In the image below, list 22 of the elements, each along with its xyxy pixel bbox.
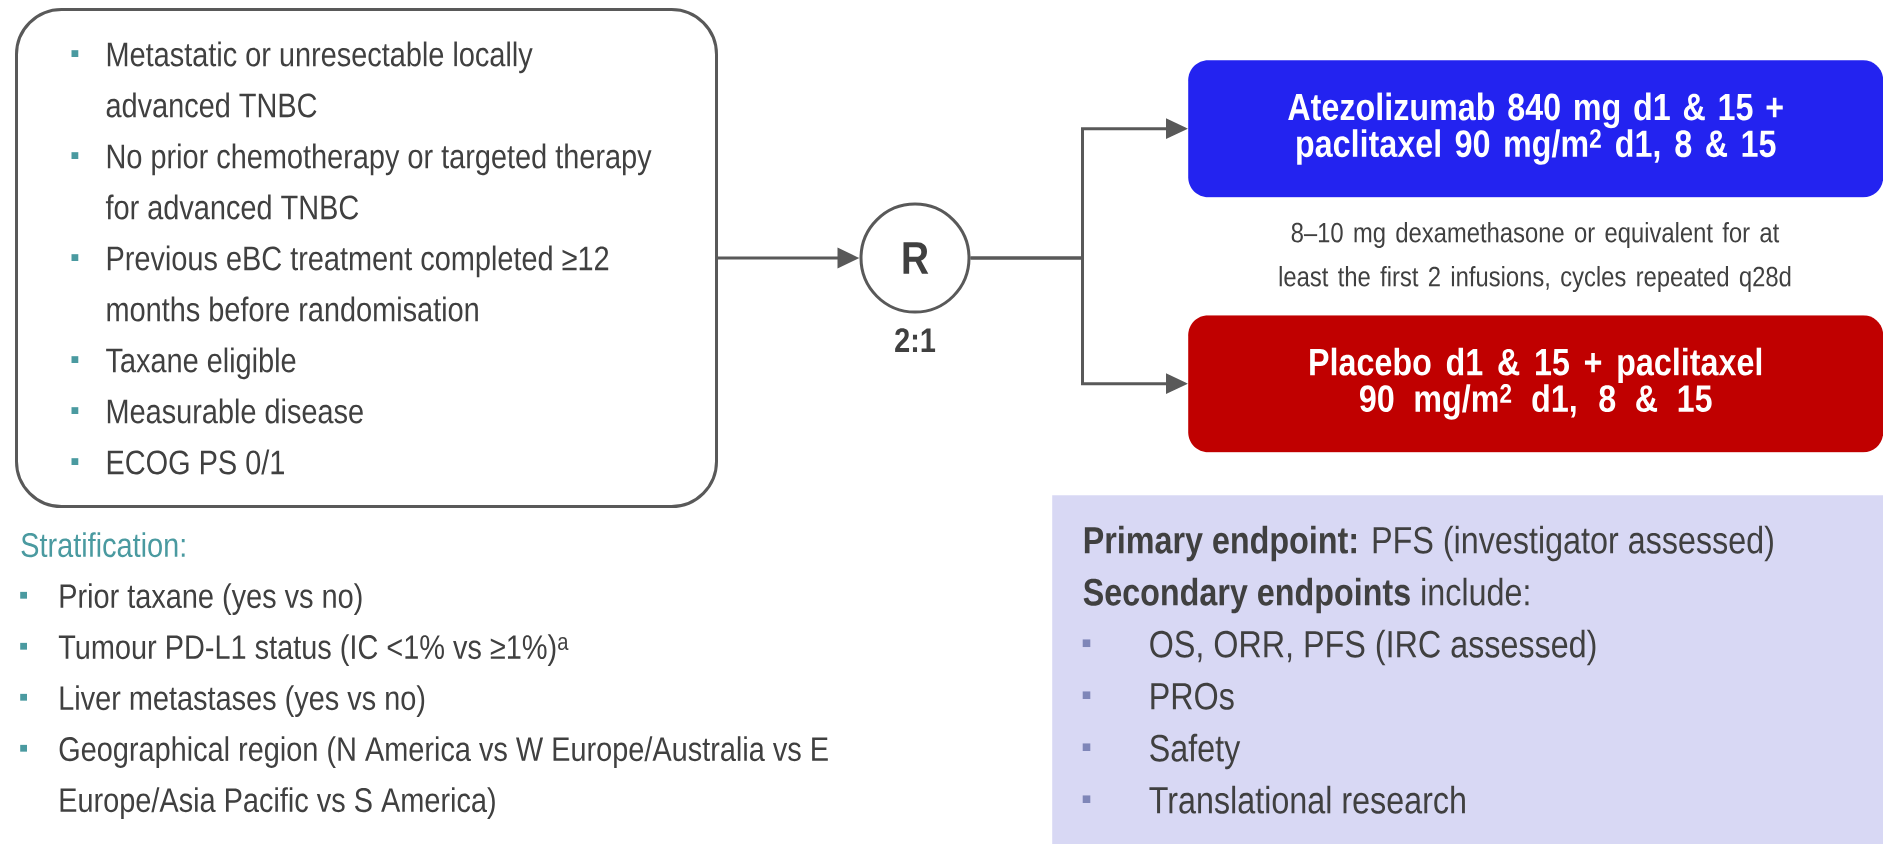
list-item: Taxane eligible [71, 347, 296, 380]
list-item: ECOG PS 0/1 [71, 449, 284, 475]
list-item: Previous eBC treatment completed ≥12 months before randomisation [71, 245, 609, 322]
ratio-label: 2:1 [895, 328, 936, 352]
list-item: PROs [1082, 682, 1234, 710]
list-item: Liver metastases (yes vs no) [20, 685, 425, 717]
treatment-arm-box: Atezolizumab 840 mg d1 & 15 + paclitaxel 90 mg/m$^{2}$ d1, 8 & 15 [1188, 60, 1883, 198]
list-item: Metastatic or unresectable locally advanced TNBC [71, 41, 533, 118]
list-item: No prior chemotherapy or targeted therapy for advanced TNBC [71, 143, 652, 220]
list-item: OS, ORR, PFS (IRC assessed) [1082, 629, 1596, 666]
treatment-arm-box: Placebo d1 & 15 + paclitaxel 90 mg/m$^{2}$ d1, 8 & 15 [1188, 315, 1883, 453]
list-item: Prior taxane (yes vs no) [20, 583, 362, 615]
list-item: Safety [1082, 733, 1241, 770]
list-item: Measurable disease [71, 398, 363, 424]
endpoint-heading: Primary endpoint: PFS (investigator assessed) [1084, 525, 1773, 562]
list-item: Tumour PD-L1 status (IC <1% vs ≥1%)$^{a}$ [20, 634, 569, 666]
list-item: Translational research [1082, 785, 1465, 814]
note: 8–10 mg dexamethasone or equivalent for at least the first 2 infusions, cycles repeated q28d [1279, 221, 1791, 293]
endpoint-heading: Secondary endpoints include: [1083, 577, 1529, 614]
criteria-box [15, 8, 718, 508]
list-item: Geographical region (N America vs W Europe/Australia vs E Europe/Asia Pacific vs S America) [20, 736, 828, 819]
endpoints-panel [1052, 495, 1883, 844]
